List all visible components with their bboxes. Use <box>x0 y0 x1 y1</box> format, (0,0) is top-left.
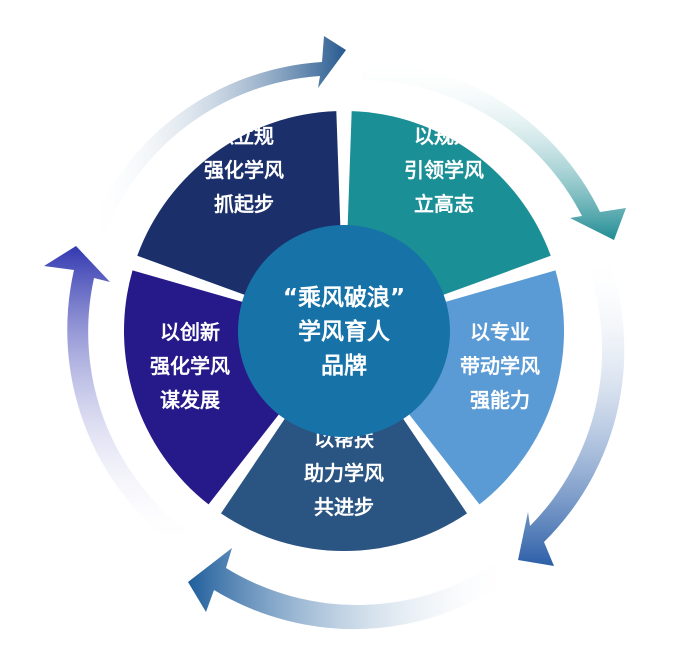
segment-1-label: 以规划引领学风立高志 <box>404 124 484 216</box>
center-title: “乘风破浪” 学风育人品牌 <box>283 284 405 379</box>
center-line-2: 学风育人 <box>298 318 391 345</box>
arrow-right-upper <box>362 60 626 240</box>
segment-3 <box>220 331 468 552</box>
center-circle <box>238 225 450 437</box>
arrow-left <box>44 246 194 548</box>
segment-3-line-3: 共进步 <box>314 495 374 519</box>
segment-2-line-1: 以专业 <box>470 320 530 344</box>
arrow-right-lower <box>518 252 625 566</box>
segment-5-label: 以立规强化学风抓起步 <box>204 124 284 216</box>
segment-4-label: 以创新强化学风谋发展 <box>150 320 230 412</box>
center-label: “乘风破浪” 学风育人品牌 <box>283 284 405 379</box>
segment-1-line-2: 引领学风 <box>404 158 484 182</box>
segment-4-line-1: 以创新 <box>160 320 220 344</box>
center-line-3: 品牌 <box>321 352 367 379</box>
segment-2-label: 以专业带动学风强能力 <box>460 320 540 412</box>
segment-2-line-2: 带动学风 <box>460 354 540 378</box>
segment-4-line-3: 谋发展 <box>160 388 220 412</box>
segment-2-line-3: 强能力 <box>470 388 530 412</box>
segment-1-line-3: 立高志 <box>414 192 474 216</box>
center-line-1: “乘风破浪” <box>283 284 405 311</box>
segment-5-line-1: 以立规 <box>214 124 274 148</box>
segment-5-line-2: 强化学风 <box>204 158 284 182</box>
segment-1-line-1: 以规划 <box>414 124 474 148</box>
cycle-arrows <box>44 36 626 630</box>
segment-5-line-3: 抓起步 <box>214 192 274 216</box>
segment-3-label: 以帮扶助力学风共进步 <box>304 427 384 519</box>
arrow-bottom <box>188 548 512 630</box>
segment-4-line-2: 强化学风 <box>150 354 230 378</box>
segment-3-line-2: 助力学风 <box>304 461 384 485</box>
